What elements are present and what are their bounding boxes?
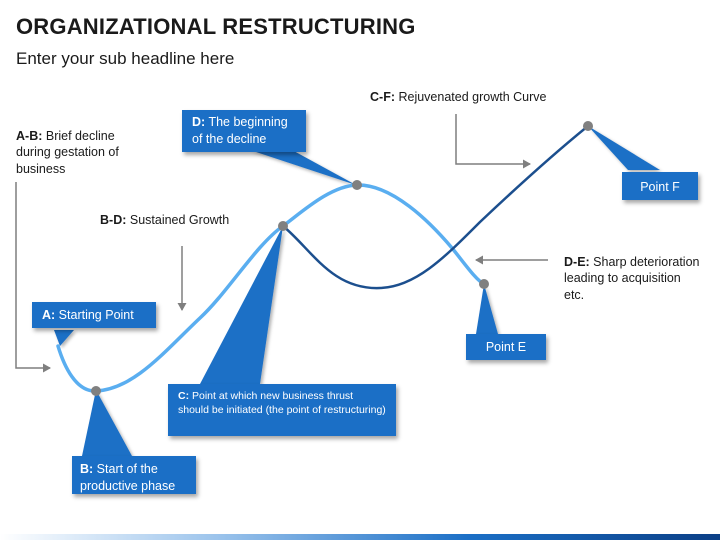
callout-d-pointer bbox=[250, 150, 356, 185]
rejuvenated-curve bbox=[281, 124, 590, 290]
callout-e-pointer bbox=[476, 284, 498, 334]
page-title: ORGANIZATIONAL RESTRUCTURING bbox=[16, 14, 416, 39]
note-c-f: C-F: Rejuvenated growth Curve bbox=[370, 90, 547, 104]
callout-f-pointer bbox=[588, 126, 660, 170]
ab-arrow bbox=[15, 182, 51, 373]
point-c-marker bbox=[278, 221, 288, 231]
note-b-d: B-D: Sustained Growth bbox=[100, 213, 230, 227]
cf-arrow bbox=[455, 114, 531, 169]
callout-a: A: Starting Point bbox=[32, 302, 156, 328]
point-f-marker bbox=[583, 121, 593, 131]
point-d-marker bbox=[352, 180, 362, 190]
callout-c: C: Point at which new business thrust sh… bbox=[168, 384, 396, 436]
point-e-marker bbox=[479, 279, 489, 289]
callout-b-pointer bbox=[82, 390, 132, 456]
callout-d: D: The beginning of the decline bbox=[182, 110, 306, 152]
footer-gradient-bar bbox=[0, 534, 720, 540]
callout-e: Point E bbox=[466, 334, 546, 360]
callout-a-pointer bbox=[54, 330, 74, 346]
note-d-e: D-E: Sharp deterioration leading to acqu… bbox=[564, 255, 700, 302]
callout-b: B: Start of the productive phase bbox=[72, 456, 196, 494]
point-b-marker bbox=[91, 386, 101, 396]
callout-f: Point F bbox=[622, 172, 698, 200]
page-subtitle: Enter your sub headline here bbox=[16, 49, 235, 68]
callout-c-pointer bbox=[200, 226, 283, 384]
note-a-b: A-B: Brief decline during gestation of b… bbox=[16, 129, 119, 176]
